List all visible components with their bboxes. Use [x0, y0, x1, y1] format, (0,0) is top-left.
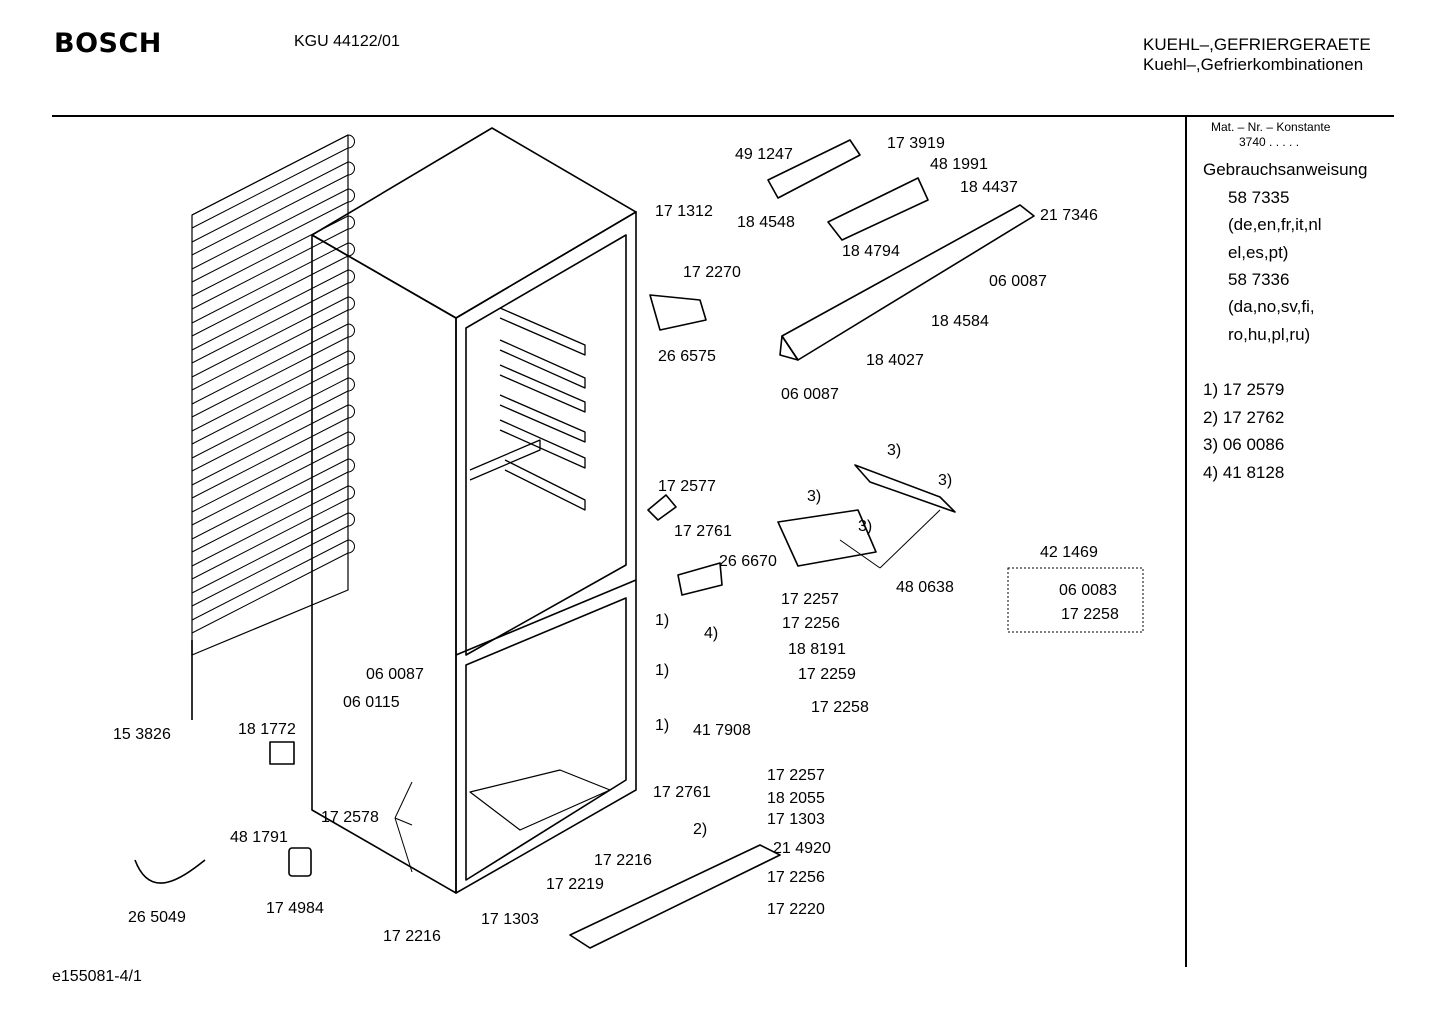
freezer-grate	[469, 769, 611, 831]
part-label: 17 1303	[767, 811, 825, 828]
part-label: 17 2270	[683, 264, 741, 281]
part-label: 48 1791	[230, 829, 288, 846]
part-label: 17 2257	[767, 767, 825, 784]
part-label: 41 7908	[693, 722, 751, 739]
part-label: 48 0638	[896, 579, 954, 596]
part-label: 18 4437	[960, 179, 1018, 196]
manual-line: ro,hu,pl,ru)	[1228, 325, 1311, 344]
note-line: 3) 06 0086	[1203, 435, 1285, 454]
part-label: 17 2259	[798, 666, 856, 683]
part-label: 17 1303	[481, 911, 539, 928]
part-label: 15 3826	[113, 726, 171, 743]
category-subtitle: Kuehl–,Gefrierkombinationen	[1143, 55, 1364, 74]
part-label: 17 2256	[767, 869, 825, 886]
manual-line: 58 7335	[1228, 188, 1290, 207]
part-label: 17 1312	[655, 203, 713, 220]
door-parts	[269, 294, 956, 949]
manual-line: el,es,pt)	[1228, 243, 1289, 262]
power-cord-drawing	[134, 859, 206, 884]
leader-lines	[394, 509, 941, 873]
sidebar-divider	[1185, 115, 1187, 967]
part-label: 17 2219	[546, 876, 604, 893]
part-label: 17 2258	[1061, 606, 1119, 623]
part-label: 1)	[655, 717, 670, 734]
part-label: 42 1469	[1040, 544, 1098, 561]
part-label: 06 0087	[989, 273, 1047, 290]
part-label: 4)	[704, 625, 719, 642]
part-label: 17 4984	[266, 900, 324, 917]
parts-group-box	[1007, 567, 1144, 633]
part-label: 18 2055	[767, 790, 825, 807]
part-label: 17 2258	[811, 699, 869, 716]
part-label: 17 2578	[321, 809, 379, 826]
part-label: 17 2577	[658, 478, 716, 495]
part-label: 1)	[655, 612, 670, 629]
part-label: 26 5049	[128, 909, 186, 926]
part-label: 18 8191	[788, 641, 846, 658]
part-label: 18 4794	[842, 243, 900, 260]
category-title: KUEHL–,GEFRIERGERAETE	[1143, 35, 1371, 54]
document-code: e155081-4/1	[52, 968, 142, 985]
part-label: 06 0087	[781, 386, 839, 403]
part-label: 06 0087	[366, 666, 424, 683]
part-label: 2)	[693, 821, 708, 838]
part-label: 18 1772	[238, 721, 296, 738]
brand-logo: BOSCH	[54, 28, 162, 59]
part-label: 17 3919	[887, 135, 945, 152]
part-label: 21 4920	[773, 840, 831, 857]
part-label: 26 6670	[719, 553, 777, 570]
part-label: 3)	[858, 518, 873, 535]
part-label: 18 4584	[931, 313, 989, 330]
condenser-coil	[191, 134, 355, 720]
note-line: 4) 41 8128	[1203, 463, 1285, 482]
part-label: 49 1247	[735, 146, 793, 163]
part-label: 26 6575	[658, 348, 716, 365]
header-divider	[52, 115, 1394, 117]
mat-number-value: 3740 . . . . .	[1239, 135, 1300, 149]
part-label: 21 7346	[1040, 207, 1098, 224]
part-label: 17 2216	[594, 852, 652, 869]
part-label: 18 4548	[737, 214, 795, 231]
part-label: 17 2220	[767, 901, 825, 918]
part-label: 17 2761	[674, 523, 732, 540]
part-label: 18 4027	[866, 352, 924, 369]
control-panel	[767, 139, 1035, 361]
shelf-rails	[469, 307, 586, 511]
mat-number-label: Mat. – Nr. – Konstante	[1211, 120, 1331, 134]
part-label: 3)	[938, 472, 953, 489]
part-label: 06 0115	[343, 694, 400, 711]
part-label: 17 2257	[781, 591, 839, 608]
part-label: 1)	[655, 662, 670, 679]
manual-line: (de,en,fr,it,nl	[1228, 215, 1322, 234]
manual-line: (da,no,sv,fi,	[1228, 297, 1315, 316]
part-label: 48 1991	[930, 156, 988, 173]
part-label: 3)	[807, 488, 822, 505]
note-line: 1) 17 2579	[1203, 380, 1285, 399]
part-label: 17 2256	[782, 615, 840, 632]
manual-line: 58 7336	[1228, 270, 1290, 289]
part-label: 3)	[887, 442, 902, 459]
note-line: 2) 17 2762	[1203, 408, 1285, 427]
part-label: 17 2761	[653, 784, 711, 801]
manual-title: Gebrauchsanweisung	[1203, 160, 1368, 179]
part-label: 17 2216	[383, 928, 441, 945]
part-label: 06 0083	[1059, 582, 1117, 599]
model-number: KGU 44122/01	[294, 33, 400, 50]
fridge-cabinet	[311, 127, 637, 894]
